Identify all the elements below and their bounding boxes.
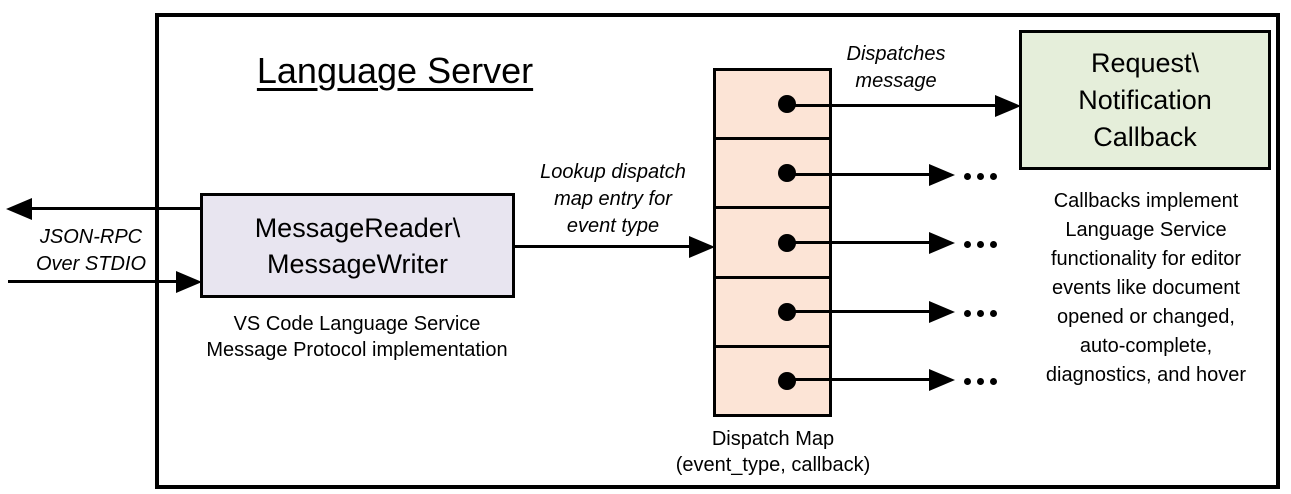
stdio-out-arrowhead-icon — [6, 198, 32, 220]
stdio-in-arrow-line — [8, 280, 176, 283]
dispatch-arrow-line-3 — [790, 241, 929, 244]
callbacks-note-line3: functionality for editor — [1050, 248, 1242, 270]
dispatches-message-line2: message — [855, 70, 937, 92]
more-ellipsis-icon — [964, 310, 997, 317]
dispatch-map-cell — [716, 137, 829, 206]
callbacks-note-line4: events like document — [1052, 277, 1240, 299]
callbacks-note-line5: opened or changed, — [1057, 306, 1235, 328]
dispatch-map-cell — [716, 71, 829, 137]
dispatch-map-caption: Dispatch Map (event_type, callback) — [648, 426, 898, 478]
stdio-in-arrowhead-icon — [176, 271, 202, 293]
callbacks-note-line6: auto-complete, — [1079, 335, 1213, 357]
dispatch-entry-dot-icon — [778, 371, 796, 390]
request-notification-callback-box: Request\ Notification Callback — [1019, 30, 1271, 170]
dispatches-message-label: Dispatches message — [821, 41, 971, 95]
dispatch-map-cell — [716, 206, 829, 275]
dispatch-entry-dot-icon — [778, 164, 796, 183]
stdio-label: JSON-RPC Over STDIO — [18, 224, 164, 278]
message-reader-writer-box: MessageReader\ MessageWriter — [200, 193, 515, 298]
message-box-caption-line1: VS Code Language Service — [233, 313, 481, 335]
dispatch-entry-dot-icon — [778, 95, 796, 114]
stdio-label-line2: Over STDIO — [35, 253, 146, 275]
callbacks-note: Callbacks implement Language Service fun… — [1006, 187, 1286, 390]
dispatch-arrow-line-2 — [790, 173, 929, 176]
dispatch-arrow-line-1 — [790, 104, 995, 107]
callbacks-note-line7: diagnostics, and hover — [1045, 364, 1247, 386]
callback-box-line1: Request\ — [1090, 47, 1200, 78]
more-ellipsis-icon — [964, 241, 997, 248]
callback-box-line3: Callback — [1093, 121, 1197, 152]
dispatch-map-cell — [716, 344, 829, 414]
message-box-line1: MessageReader\ — [254, 212, 461, 243]
dispatch-arrow-line-4 — [790, 310, 929, 313]
lookup-label: Lookup dispatch map entry for event type — [518, 159, 708, 240]
message-box-line2: MessageWriter — [266, 248, 449, 279]
stdio-out-arrow-line — [30, 207, 200, 210]
dispatch-arrowhead-icon-5 — [929, 369, 955, 391]
dispatch-entry-dot-icon — [778, 233, 796, 252]
dispatch-arrowhead-icon-3 — [929, 232, 955, 254]
dispatch-arrowhead-icon-4 — [929, 301, 955, 323]
dispatches-message-line1: Dispatches — [846, 43, 946, 65]
lookup-label-line3: event type — [566, 215, 660, 237]
dispatch-arrow-line-5 — [790, 378, 929, 381]
dispatch-arrowhead-icon-1 — [995, 95, 1021, 117]
dispatch-entry-dot-icon — [778, 302, 796, 321]
dispatch-map-cell — [716, 275, 829, 345]
lookup-label-line1: Lookup dispatch — [540, 161, 686, 183]
message-box-caption: VS Code Language Service Message Protoco… — [172, 311, 542, 363]
more-ellipsis-icon — [964, 378, 997, 385]
lookup-arrow-line — [515, 245, 691, 248]
callbacks-note-line1: Callbacks implement — [1053, 190, 1239, 212]
message-box-caption-line2: Message Protocol implementation — [206, 339, 508, 361]
stdio-label-line1: JSON-RPC — [39, 226, 143, 248]
diagram-title: Language Server — [256, 50, 534, 91]
dispatch-map-caption-line1: Dispatch Map — [711, 428, 835, 450]
callbacks-note-line2: Language Service — [1065, 219, 1227, 241]
lookup-label-line2: map entry for — [554, 188, 672, 210]
more-ellipsis-icon — [964, 173, 997, 180]
dispatch-arrowhead-icon-2 — [929, 164, 955, 186]
callback-box-line2: Notification — [1078, 84, 1212, 115]
language-server-boundary — [155, 13, 1280, 489]
dispatch-map-caption-line2: (event_type, callback) — [675, 454, 871, 476]
lookup-arrowhead-icon — [689, 236, 715, 258]
